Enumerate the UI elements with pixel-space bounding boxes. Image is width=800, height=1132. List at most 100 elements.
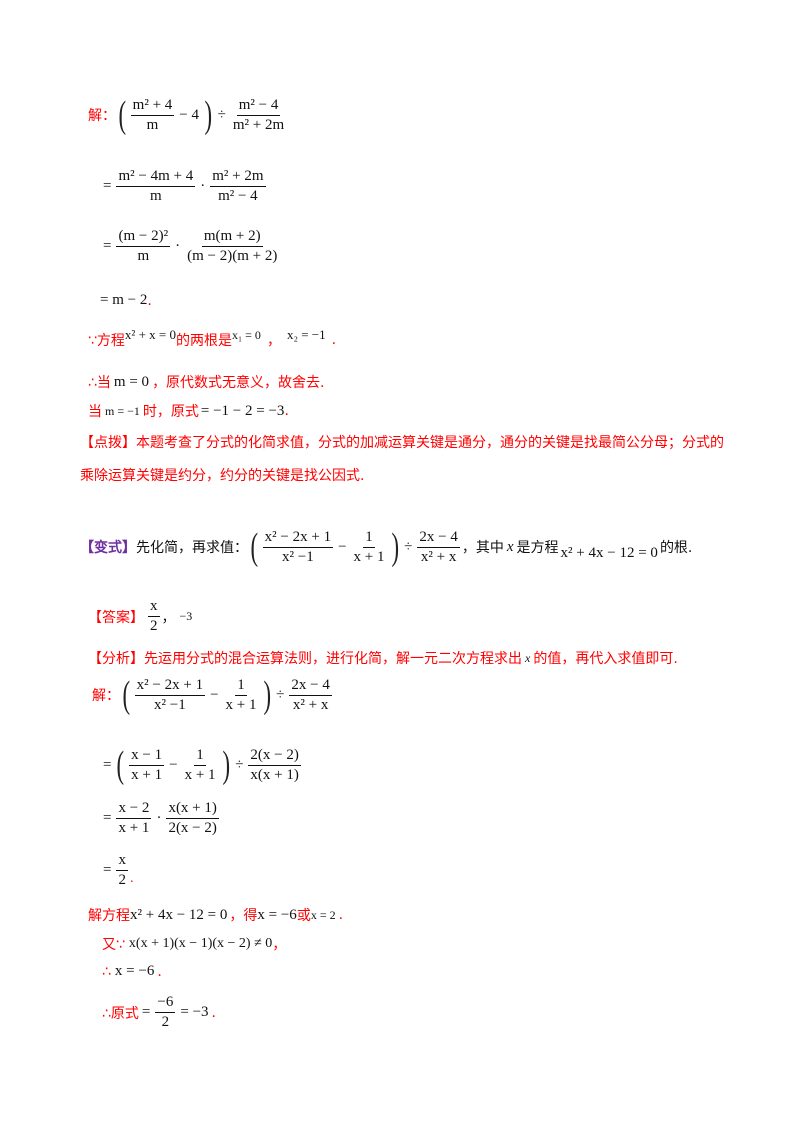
numerator: m² − 4 — [236, 97, 281, 116]
end-text: 的根. — [659, 540, 693, 556]
denominator: 2 — [161, 1014, 170, 1030]
numerator: m² − 4m + 4 — [116, 168, 196, 187]
denominator: 2 — [150, 618, 158, 634]
answer-label: 【答案】 — [88, 609, 144, 626]
right-paren: ) — [222, 744, 230, 786]
therefore-symbol: ∴ — [102, 963, 111, 980]
divide-operator: ÷ — [404, 538, 413, 555]
conclusion-text: ，原代数式无意义，故舍去. — [152, 375, 325, 391]
root-1: x = −6 — [257, 906, 297, 923]
denominator: x² −1 — [282, 548, 314, 565]
period: . — [147, 292, 152, 309]
root-1: x₁ = 0 — [231, 327, 261, 342]
multiply-dot: · — [175, 238, 181, 254]
numerator: x — [148, 598, 160, 617]
period: . — [129, 870, 134, 886]
minus: − — [210, 686, 219, 703]
numerator: m² + 4 — [130, 97, 175, 116]
denominator: m — [146, 116, 159, 133]
right-paren: ) — [263, 674, 271, 716]
variable: x — [525, 650, 531, 665]
period: . — [284, 403, 289, 419]
also-because-text: 又∵ — [102, 937, 125, 953]
multiply-dot: · — [200, 178, 206, 194]
numerator: −6 — [155, 994, 176, 1013]
denominator: x + 1 — [353, 548, 385, 565]
analysis-line: 【分析】 先运用分式的混合运算法则，进行化简，解一元二次方程求出 x 的值，再代… — [88, 648, 678, 668]
variable: x — [506, 538, 514, 555]
variant-label: 【变式】 — [80, 540, 136, 556]
root-2: x = 2 — [310, 907, 336, 922]
denominator: (m − 2)(m + 2) — [187, 248, 278, 264]
tip-line-2: 乘除运算关键是约分，约分的关键是找公因式. — [80, 465, 364, 485]
equals: = — [103, 178, 112, 194]
denominator: x² −1 — [154, 696, 186, 713]
period: . — [211, 1004, 216, 1021]
left-paren: ( — [118, 94, 127, 136]
analysis-label: 【分析】 — [88, 651, 144, 667]
minus: − — [169, 756, 178, 773]
denominator: x + 1 — [118, 820, 150, 836]
fraction: x(x + 1)2(x − 2) — [166, 800, 219, 837]
equals: = — [141, 1004, 151, 1020]
example-line-6: ∴当 m = 0 ，原代数式无意义，故舍去. — [88, 372, 325, 392]
example-line-7: 当 m = −1 时，原式 = −1 − 2 = −3 . — [88, 401, 289, 421]
answer-value: −3 — [179, 609, 193, 623]
separator: ， — [161, 609, 176, 626]
divide-operator: ÷ — [235, 756, 244, 773]
numerator: (m − 2)² — [116, 228, 171, 247]
denominator: x + 1 — [131, 766, 163, 783]
numerator: x − 2 — [116, 800, 152, 819]
multiply-dot: · — [156, 810, 162, 826]
analysis-text: 先运用分式的混合运算法则，进行化简，解一元二次方程求出 — [144, 651, 522, 667]
numerator: 2x − 4 — [417, 529, 460, 548]
expression: x = −6 — [114, 963, 155, 979]
denominator: m² − 4 — [218, 188, 258, 204]
example-line-4: = m − 2 . — [100, 292, 152, 309]
numerator: m(m + 2) — [201, 228, 263, 247]
right-paren: ) — [391, 526, 399, 568]
therefore-original-text: ∴原式 — [102, 1005, 139, 1022]
analysis-text-continued: 的值，再代入求值即可. — [533, 651, 678, 667]
period: . — [157, 963, 162, 980]
equation: x² + 4x − 12 = 0 — [130, 906, 228, 923]
solution-line-7: ∴ x = −6 . — [102, 963, 162, 980]
numerator: x² − 2x + 1 — [134, 677, 206, 696]
because-text: ∵方程 — [88, 333, 125, 349]
denominator: x(x + 1) — [250, 766, 299, 783]
denominator: 2(x − 2) — [168, 820, 217, 836]
equation: x² + x = 0 — [124, 327, 176, 342]
roots-text: 的两根是 — [175, 333, 232, 349]
solution-label: 解： — [88, 108, 116, 124]
or-text: 或 — [296, 908, 311, 924]
denominator: m — [137, 248, 150, 264]
therefore-text: ∴当 — [88, 375, 111, 391]
fraction: m(m + 2)(m − 2)(m + 2) — [185, 228, 279, 265]
get-text: ，得 — [229, 908, 258, 924]
denominator: m² + 2m — [232, 116, 285, 133]
tip-text: 本题考查了分式的化简求值，分式的加减运算关键是通分，通分的关键是找最简公分母；分… — [136, 435, 724, 451]
numerator: 1 — [235, 677, 247, 696]
condition: x(x + 1)(x − 1)(x − 2) ≠ 0 — [128, 936, 273, 951]
numerator: 1 — [194, 747, 206, 766]
